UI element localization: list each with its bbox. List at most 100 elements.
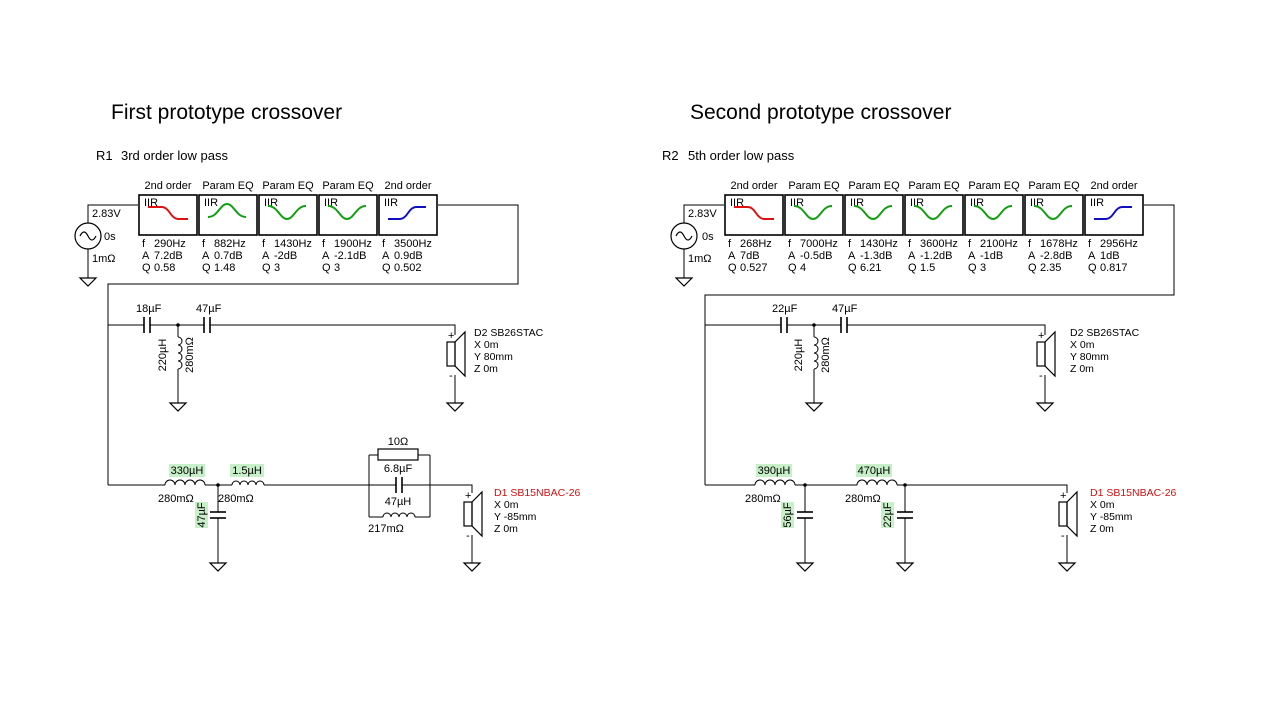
speaker-icon: +- xyxy=(1058,490,1078,542)
circuit-label: 5th order low pass xyxy=(688,148,795,163)
ac-source-icon xyxy=(74,222,102,250)
capacitor-icon xyxy=(395,477,403,493)
block-type: Param EQ xyxy=(1028,180,1080,192)
block-type: Param EQ xyxy=(968,180,1020,192)
peak-curve-icon xyxy=(207,202,247,218)
source-delay: 0s xyxy=(702,231,714,243)
left-title: First prototype crossover xyxy=(111,101,342,124)
svg-text:f: f xyxy=(202,238,206,250)
block-q: 0.58 xyxy=(154,262,175,274)
block-gain: -2.8dB xyxy=(1040,250,1072,262)
svg-text:+: + xyxy=(1038,330,1044,342)
block-frequency: 1430Hz xyxy=(274,238,312,250)
speaker-icon: +- xyxy=(446,330,466,382)
block-frame xyxy=(318,194,378,236)
woofer-branch: 330µH280mΩ1.5µH280mΩ47µF10Ω6.8µF47µH217m… xyxy=(108,436,473,572)
circuit-ref: R2 xyxy=(662,148,679,163)
capacitor-icon xyxy=(210,511,226,519)
svg-text:Q: Q xyxy=(322,262,331,274)
tweeter-cap1-value: 22µF xyxy=(772,303,798,315)
capacitor-icon xyxy=(203,317,211,333)
block-kind: IIR xyxy=(850,197,864,209)
inductor-icon xyxy=(754,479,796,486)
svg-text:f: f xyxy=(788,238,792,250)
driver-y: Y -85mm xyxy=(494,511,537,523)
block-q: 4 xyxy=(800,262,806,274)
voltage-source: 2.83V 0s 1mΩ xyxy=(670,204,724,287)
svg-text:A: A xyxy=(848,250,856,262)
wire xyxy=(210,324,456,335)
resistor-icon xyxy=(377,448,419,461)
tweeter-inductor-resistance: 280mΩ xyxy=(184,337,196,373)
ground-icon xyxy=(1035,395,1055,412)
svg-text:Q: Q xyxy=(1088,262,1097,274)
woofer-inductor1-value: 390µH xyxy=(758,465,791,477)
tweeter-cap2-value: 47µF xyxy=(832,303,858,315)
wire xyxy=(430,484,473,493)
svg-text:-: - xyxy=(1039,370,1043,382)
right-schematic: R2 5th order low pass 2nd orderIIRfAQ268Hz… xyxy=(662,148,1175,485)
lowpass-curve-icon xyxy=(734,206,774,220)
woofer-cap1-value-highlight xyxy=(195,502,208,528)
block-frame xyxy=(198,194,258,236)
block-frequency: 2100Hz xyxy=(980,238,1018,250)
block-kind: IIR xyxy=(1030,197,1044,209)
block-frequency: 1678Hz xyxy=(1040,238,1078,250)
circuit-label: 3rd order low pass xyxy=(121,148,228,163)
ground-icon xyxy=(895,555,915,572)
inductor-icon xyxy=(177,336,183,370)
lowpass-curve-icon xyxy=(148,206,188,220)
svg-text:A: A xyxy=(908,250,916,262)
svg-text:f: f xyxy=(908,238,912,250)
capacitor-icon xyxy=(840,317,848,333)
source-resistance: 1mΩ xyxy=(688,253,712,265)
capacitor-icon xyxy=(143,317,151,333)
block-kind: IIR xyxy=(264,197,278,209)
block-gain: 7.2dB xyxy=(154,250,183,262)
block-kind: IIR xyxy=(1090,197,1104,209)
signal-bus xyxy=(704,204,1175,485)
block-frequency: 7000Hz xyxy=(800,238,838,250)
speaker-icon: +- xyxy=(463,490,483,542)
block-type: Param EQ xyxy=(202,180,254,192)
source-voltage: 2.83V xyxy=(688,208,717,220)
block-type: 2nd order xyxy=(1090,180,1137,192)
block-q: 3 xyxy=(980,262,986,274)
block-frame xyxy=(964,194,1024,236)
woofer-inductor3-resistance: 217mΩ xyxy=(368,523,404,535)
svg-text:+: + xyxy=(1060,490,1066,502)
svg-text:f: f xyxy=(1028,238,1032,250)
ground-icon xyxy=(168,395,188,412)
block-frame xyxy=(724,194,784,236)
ground-icon xyxy=(462,555,482,572)
svg-text:A: A xyxy=(382,250,390,262)
svg-text:A: A xyxy=(1028,250,1036,262)
wire xyxy=(87,204,138,223)
ground-icon xyxy=(804,395,824,412)
ground-icon xyxy=(78,270,98,287)
block-frame xyxy=(378,194,438,236)
wire xyxy=(897,484,1068,493)
circuit-ref: R1 xyxy=(96,148,113,163)
woofer-inductor1-resistance: 280mΩ xyxy=(158,493,194,505)
block-q: 0.502 xyxy=(394,262,422,274)
woofer-cap1-value-highlight xyxy=(781,502,794,528)
svg-text:f: f xyxy=(322,238,326,250)
woofer-inductor2-resistance: 280mΩ xyxy=(218,493,254,505)
driver-x: X 0m xyxy=(474,339,499,351)
driver-name: D2 SB26STAC xyxy=(474,327,544,339)
ground-icon xyxy=(674,270,694,287)
svg-text:Q: Q xyxy=(728,262,737,274)
inductor-icon xyxy=(164,479,206,486)
svg-text:Q: Q xyxy=(202,262,211,274)
